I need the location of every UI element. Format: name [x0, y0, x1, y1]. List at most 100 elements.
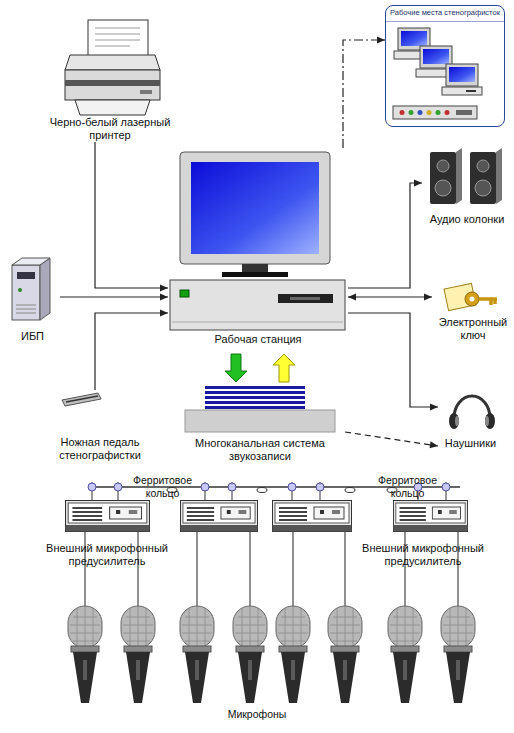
ups-illustration-part	[16, 305, 36, 313]
headphones-illustration-part	[449, 413, 459, 429]
stenographer-workstations-illustration	[393, 28, 482, 119]
pedal-node: Ножная педаль стенографистки	[40, 390, 160, 462]
speakers-illustration-part	[435, 180, 451, 196]
ups-node: ИБП	[5, 255, 60, 343]
electronic-key-illustration	[444, 283, 497, 310]
foot-pedal-illustration-part	[62, 393, 101, 406]
recording-system-illustration	[185, 385, 335, 432]
node-label: Рабочая станция	[168, 333, 348, 346]
printer-illustration-part	[75, 100, 150, 115]
preamp-illustrations-part	[66, 501, 150, 532]
stenographer-workstations-illustration-part	[393, 106, 477, 119]
arrow-head	[424, 294, 432, 301]
headphones-illustration-part	[455, 416, 459, 426]
block-arrow	[225, 354, 247, 382]
connector-line	[95, 142, 168, 288]
node-text: ИБП	[5, 330, 60, 343]
connector	[95, 310, 168, 391]
microphone-illustrations-part	[68, 606, 102, 703]
node-label: Аудио колонки	[422, 213, 512, 226]
microphone-illustrations	[68, 606, 475, 703]
connector	[60, 294, 168, 301]
arrow-head	[377, 37, 385, 44]
stenographer-workstations-illustration-part	[446, 64, 478, 86]
system-unit-illustration-part	[278, 294, 333, 303]
connector	[348, 313, 438, 411]
microphone-illustrations-part	[388, 606, 422, 703]
audio-bus-part	[88, 483, 96, 491]
workstation-node: Рабочая станция	[168, 148, 348, 346]
node-text: Черно-белый лазерный принтер	[40, 116, 180, 142]
microphone-illustrations-part	[328, 606, 362, 703]
speakers-illustration	[430, 148, 502, 204]
preamp-illustrations-part	[393, 501, 467, 532]
recording-system-illustration-part	[205, 396, 305, 399]
printer-node: Черно-белый лазерный принтер	[40, 18, 180, 142]
monitor-illustration	[180, 152, 330, 277]
audio-bus-part	[442, 483, 450, 491]
connector	[343, 37, 385, 149]
speakers-illustration-part	[475, 180, 491, 196]
node-text: Наушники	[438, 437, 503, 450]
audio-bus-part	[345, 488, 355, 493]
audio-bus-part	[114, 483, 122, 491]
recorder-node: Многоканальная система звукозаписи	[175, 383, 345, 463]
block-arrow	[273, 354, 295, 382]
node-label: Внешний микрофонный предусилитель	[42, 542, 172, 568]
speakers-node: Аудио колонки	[422, 148, 512, 226]
connector-line	[348, 183, 422, 288]
node-text: Ножная педаль стенографистки	[40, 436, 160, 462]
headphones-node: Наушники	[438, 392, 503, 450]
connector-line	[348, 313, 438, 407]
monitor-illustration-part	[191, 162, 319, 254]
node-label: Внешний микрофонный предусилитель	[358, 542, 488, 568]
node-text: Аудио колонки	[422, 213, 512, 226]
system-unit-illustration	[170, 280, 345, 330]
microphone-illustrations-part	[233, 606, 267, 703]
electronic-key-illustration-part	[444, 283, 476, 310]
recording-system-illustration-part	[205, 391, 305, 394]
audio-bus-part	[228, 483, 236, 491]
headphones-illustration-part	[454, 396, 490, 418]
node-text: Внешний микрофонный предусилитель	[42, 542, 172, 568]
printer-illustration-part	[65, 55, 160, 70]
stenographer-workstations-illustration-part	[400, 110, 405, 115]
microphone-illustrations-part	[441, 606, 475, 703]
ups-illustration-part	[12, 258, 50, 265]
node-label: Рабочие места стенографисток	[388, 8, 502, 18]
speakers-illustration-part	[456, 148, 462, 204]
node-label: Наушники	[438, 437, 503, 450]
stenographer-workstations-illustration-part	[409, 110, 414, 115]
electronic-key-illustration-part	[465, 292, 479, 306]
connector	[348, 180, 422, 289]
recording-system-illustration-part	[205, 386, 305, 389]
connector	[345, 432, 438, 448]
printer-illustration-part	[140, 90, 152, 94]
speakers-illustration-part	[477, 160, 489, 172]
recording-system-illustration-part	[205, 401, 305, 404]
stenographer-workstations-illustration-part	[449, 67, 475, 82]
preamp-illustrations-part	[180, 501, 257, 532]
recording-system-illustration-part	[205, 406, 305, 409]
stenographer-workstations-illustration-part	[401, 31, 427, 46]
preamp-illustrations-part	[273, 501, 352, 532]
stenographer-workstations-illustration-part	[436, 110, 441, 115]
microphone-illustrations-part	[121, 606, 155, 703]
monitor-illustration-part	[222, 272, 288, 277]
printer-illustration	[65, 20, 160, 115]
foot-pedal-illustration	[62, 393, 101, 406]
microphone-illustrations-part	[180, 606, 214, 703]
printer-illustration-part	[65, 80, 160, 86]
preamp-illustrations	[66, 501, 468, 532]
foot-pedal-illustration-part	[66, 396, 98, 402]
printer-illustration-part	[95, 28, 140, 46]
node-label: ИБП	[5, 330, 60, 343]
connector-line	[60, 296, 168, 297]
monitor-illustration-part	[180, 152, 330, 264]
headphones-illustration-part	[485, 413, 495, 429]
speakers-illustration-part	[437, 160, 449, 172]
recording-system-illustration-part	[205, 385, 305, 410]
stenographer-workstations-illustration-part	[427, 110, 432, 115]
